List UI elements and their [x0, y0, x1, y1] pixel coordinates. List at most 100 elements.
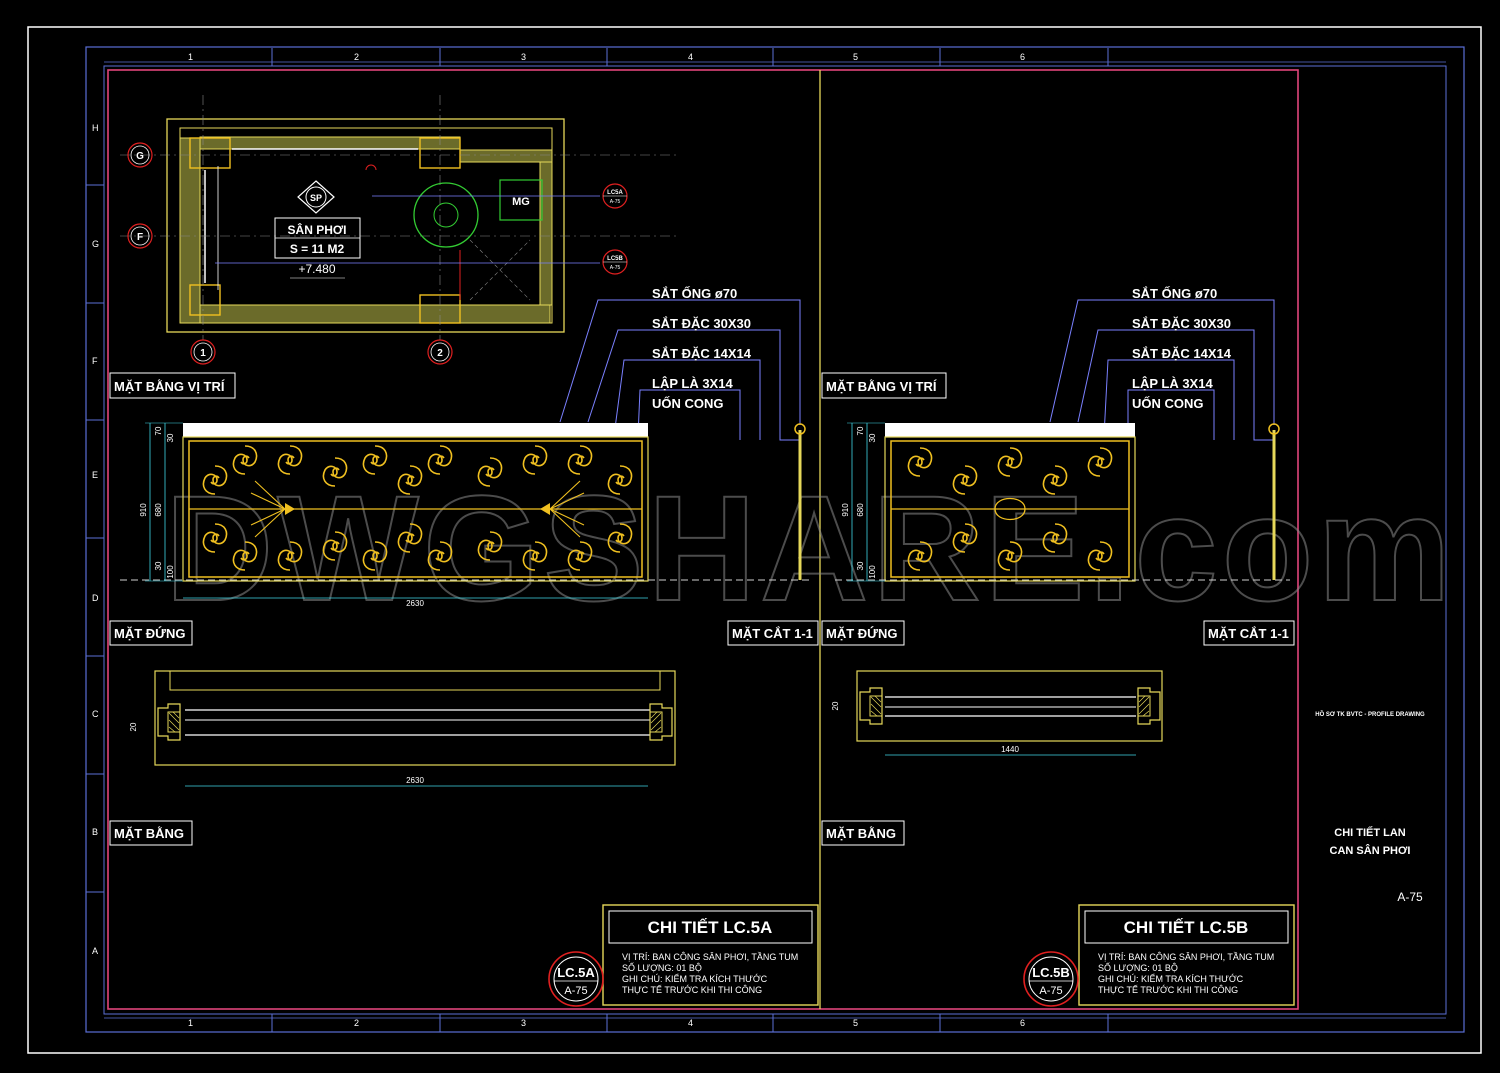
- right-elevation-caption: MẶT ĐỨNG: [826, 626, 897, 641]
- left-railing-elevation: [120, 423, 812, 582]
- right-plan-width: 1440: [1001, 745, 1019, 754]
- left-height-total: 910: [139, 503, 148, 517]
- frame-outer: [85, 46, 1465, 1033]
- grid-rows: H G F E D C B A: [86, 123, 104, 956]
- sheet-title-line-2: CAN SÂN PHƠI: [1330, 844, 1411, 857]
- right-note-1: VỊ TRÍ: BAN CÔNG SÂN PHƠI, TẦNG TUM: [1098, 952, 1274, 962]
- left-plan-thickness: 20: [129, 722, 138, 731]
- sheet-number: A-75: [1397, 890, 1423, 904]
- grid-row-d: D: [92, 593, 99, 603]
- left-site-caption: MẶT BẰNG VỊ TRÍ: [114, 379, 225, 394]
- callout-b-top: LC5B: [607, 256, 623, 262]
- grid-row-c: C: [92, 709, 99, 719]
- left-elevation-dimensions: 910 680 70 30 30 100 2630: [139, 422, 648, 608]
- grid-row-a: A: [92, 946, 98, 956]
- axis-2-bubble: 2: [437, 348, 443, 359]
- room-level: +7.480: [298, 262, 335, 276]
- right-site-caption: MẶT BẰNG VỊ TRÍ: [826, 379, 937, 394]
- grid-col-2: 2: [354, 52, 359, 62]
- grid-col-1: 1: [188, 52, 193, 62]
- right-note-2: SỐ LƯỢNG: 01 BỘ: [1098, 962, 1178, 973]
- project-name: HỒ SƠ TK BVTC - PROFILE DRAWING: [1315, 711, 1425, 718]
- grid-col-4: 4: [688, 52, 693, 62]
- site-plan: SP SÂN PHƠI S = 11 M2 +7.480 MG G F 1 2 …: [120, 95, 680, 365]
- left-plan-width: 2630: [406, 776, 424, 785]
- left-railing-plan: 2630 20: [129, 670, 676, 787]
- right-material-1: SẮT ỐNG ø70: [1132, 286, 1217, 301]
- right-height-mid: 680: [856, 503, 865, 517]
- outer-border: [27, 26, 1482, 1054]
- left-height-top-a: 70: [154, 426, 163, 435]
- right-detail-title: CHI TIẾT LC.5B: [1124, 918, 1249, 937]
- left-material-2: SẮT ĐẶC 30X30: [652, 316, 751, 331]
- right-elevation-dimensions: 910 680 70 30 30 100: [841, 422, 885, 582]
- right-height-top-a: 70: [856, 426, 865, 435]
- right-section-caption: MẶT CẮT 1-1: [1208, 626, 1289, 641]
- grid-col-4-bottom: 4: [688, 1018, 693, 1028]
- left-note-4: THỰC TẾ TRƯỚC KHI THI CÔNG: [622, 985, 762, 995]
- right-height-bot-a: 30: [856, 561, 865, 570]
- right-plan-thickness: 20: [831, 701, 840, 710]
- left-panel: MẶT BẰNG VỊ TRÍ SẮT ỐNG ø70 SẮT ĐẶC 30X3…: [109, 286, 819, 1007]
- right-material-4: LẬP LÀ 3X14: [1132, 376, 1213, 391]
- grid-col-2-bottom: 2: [354, 1018, 359, 1028]
- sheet-boundary: [107, 69, 1299, 1010]
- left-detail-title: CHI TIẾT LC.5A: [648, 918, 773, 937]
- right-material-callouts: SẮT ỐNG ø70 SẮT ĐẶC 30X30 SẮT ĐẶC 14X14 …: [1049, 286, 1275, 441]
- grid-col-6: 6: [1020, 52, 1025, 62]
- right-badge-bottom: A-75: [1039, 985, 1062, 997]
- room-area: S = 11 M2: [290, 242, 345, 256]
- left-material-callouts: SẮT ỐNG ø70 SẮT ĐẶC 30X30 SẮT ĐẶC 14X14 …: [559, 286, 801, 441]
- right-railing-elevation: [835, 423, 1290, 582]
- right-material-3: SẮT ĐẶC 14X14: [1132, 346, 1232, 361]
- right-note-3: GHI CHÚ: KIỂM TRA KÍCH THƯỚC: [1098, 973, 1244, 984]
- title-block: HỒ SƠ TK BVTC - PROFILE DRAWING CHI TIẾT…: [1315, 711, 1425, 904]
- left-height-bot-b: 100: [166, 565, 175, 579]
- grid-col-3: 3: [521, 52, 526, 62]
- grid-col-6-bottom: 6: [1020, 1018, 1025, 1028]
- left-material-3: SẮT ĐẶC 14X14: [652, 346, 752, 361]
- left-badge-top: LC.5A: [557, 965, 595, 980]
- right-railing-plan: 1440 20: [831, 670, 1163, 756]
- room-tag: SP: [310, 193, 322, 203]
- grid-row-b: B: [92, 827, 98, 837]
- grid-row-e: E: [92, 470, 98, 480]
- left-material-4: LẬP LÀ 3X14: [652, 376, 733, 391]
- grid-columns-top: 1 2 3 4 5 6: [188, 48, 1109, 66]
- grid-row-g: G: [92, 239, 99, 249]
- right-height-total: 910: [841, 503, 850, 517]
- left-material-1: SẮT ỐNG ø70: [652, 286, 737, 301]
- callout-b-bottom: A-75: [610, 265, 621, 271]
- room-name: SÂN PHƠI: [288, 222, 347, 237]
- frame-inner: [103, 65, 1447, 1015]
- left-height-bot-a: 30: [154, 561, 163, 570]
- grid-col-1-bottom: 1: [188, 1018, 193, 1028]
- callout-a-bottom: A-75: [610, 199, 621, 205]
- mg-label: MG: [512, 196, 530, 208]
- left-section-caption: MẶT CẮT 1-1: [732, 626, 813, 641]
- right-panel: MẶT BẰNG VỊ TRÍ SẮT ỐNG ø70 SẮT ĐẶC 30X3…: [821, 286, 1295, 1007]
- left-elevation-caption: MẶT ĐỨNG: [114, 626, 185, 641]
- right-plan-caption: MẶT BẰNG: [826, 826, 896, 841]
- grid-columns-bottom: 1 2 3 4 5 6: [188, 1014, 1109, 1032]
- right-material-2: SẮT ĐẶC 30X30: [1132, 316, 1231, 331]
- right-height-bot-b: 100: [868, 565, 877, 579]
- right-height-top-b: 30: [868, 433, 877, 442]
- grid-col-5-bottom: 5: [853, 1018, 858, 1028]
- grid-col-5: 5: [853, 52, 858, 62]
- right-badge-top: LC.5B: [1032, 965, 1070, 980]
- left-note-1: VỊ TRÍ: BAN CÔNG SÂN PHƠI, TẦNG TUM: [622, 952, 798, 962]
- left-height-mid: 680: [154, 503, 163, 517]
- left-height-top-b: 30: [166, 433, 175, 442]
- left-badge-bottom: A-75: [564, 985, 587, 997]
- grid-row-f: F: [92, 356, 98, 366]
- left-note-2: SỐ LƯỢNG: 01 BỘ: [622, 962, 702, 973]
- sheet-title-line-1: CHI TIẾT LAN: [1334, 826, 1406, 839]
- axis-g-bubble: G: [136, 151, 144, 162]
- left-elevation-width: 2630: [406, 599, 424, 608]
- right-material-5: UỐN CONG: [1132, 396, 1204, 411]
- left-note-3: GHI CHÚ: KIỂM TRA KÍCH THƯỚC: [622, 973, 768, 984]
- grid-row-h: H: [92, 123, 99, 133]
- watermark: DWGSHARE.com: [165, 464, 1455, 632]
